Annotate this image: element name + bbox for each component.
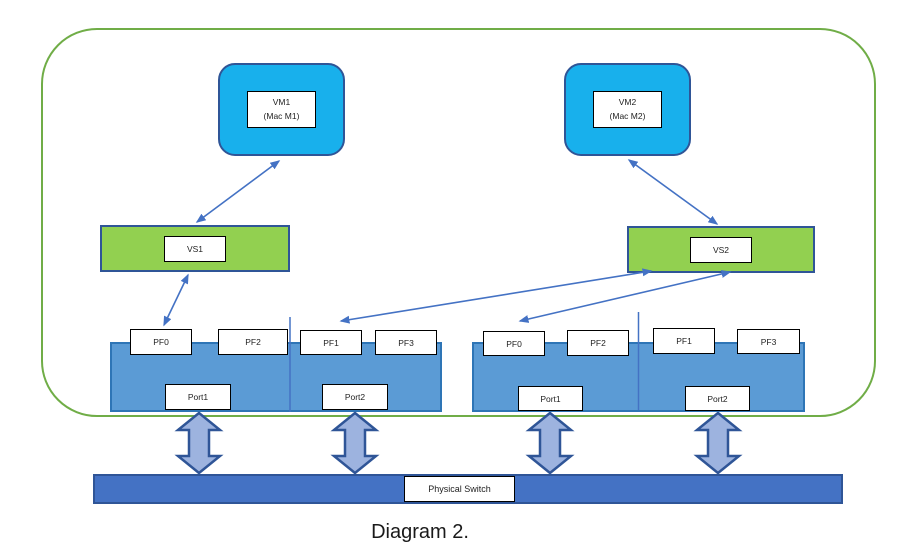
port2-left-switch-block-arrow (330, 411, 380, 475)
vm2-label: VM2 (Mac M2) (593, 91, 662, 128)
vm1-name: VM1 (272, 97, 291, 108)
nic-left-port1: Port1 (165, 384, 231, 410)
vm1-mac: (Mac M1) (263, 110, 300, 121)
vs1-label: VS1 (164, 235, 226, 262)
vm1-label: VM1 (Mac M1) (247, 91, 316, 128)
physical-switch-label: Physical Switch (404, 476, 515, 502)
nic-right-port2: Port2 (685, 386, 750, 411)
vm1-node: VM1 (Mac M1) (218, 63, 345, 156)
vm2-mac: (Mac M2) (609, 110, 646, 121)
vs1-node: VS1 (100, 225, 290, 272)
vs2-node: VS2 (627, 226, 815, 273)
nic-right-pf0: PF0 (483, 331, 545, 356)
nic-right-pf2: PF2 (567, 330, 629, 356)
port2-right-switch-block-arrow (693, 411, 743, 475)
nic-left-port2: Port2 (322, 384, 388, 410)
host-boundary-outline (41, 28, 876, 417)
vm2-name: VM2 (618, 97, 637, 108)
nic-right-port1: Port1 (518, 386, 583, 411)
nic-left-pf0: PF0 (130, 329, 192, 355)
nic-right-pf3: PF3 (737, 329, 800, 354)
diagram-caption: Diagram 2. (371, 520, 469, 543)
nic-right-pf1: PF1 (653, 328, 715, 354)
port1-left-switch-block-arrow (174, 411, 224, 475)
vm2-node: VM2 (Mac M2) (564, 63, 691, 156)
vs2-label: VS2 (690, 236, 752, 263)
nic-left-pf2: PF2 (218, 329, 288, 355)
port1-right-switch-block-arrow (525, 411, 575, 475)
nic-left-pf1: PF1 (300, 330, 362, 355)
nic-left-pf3: PF3 (375, 330, 437, 355)
